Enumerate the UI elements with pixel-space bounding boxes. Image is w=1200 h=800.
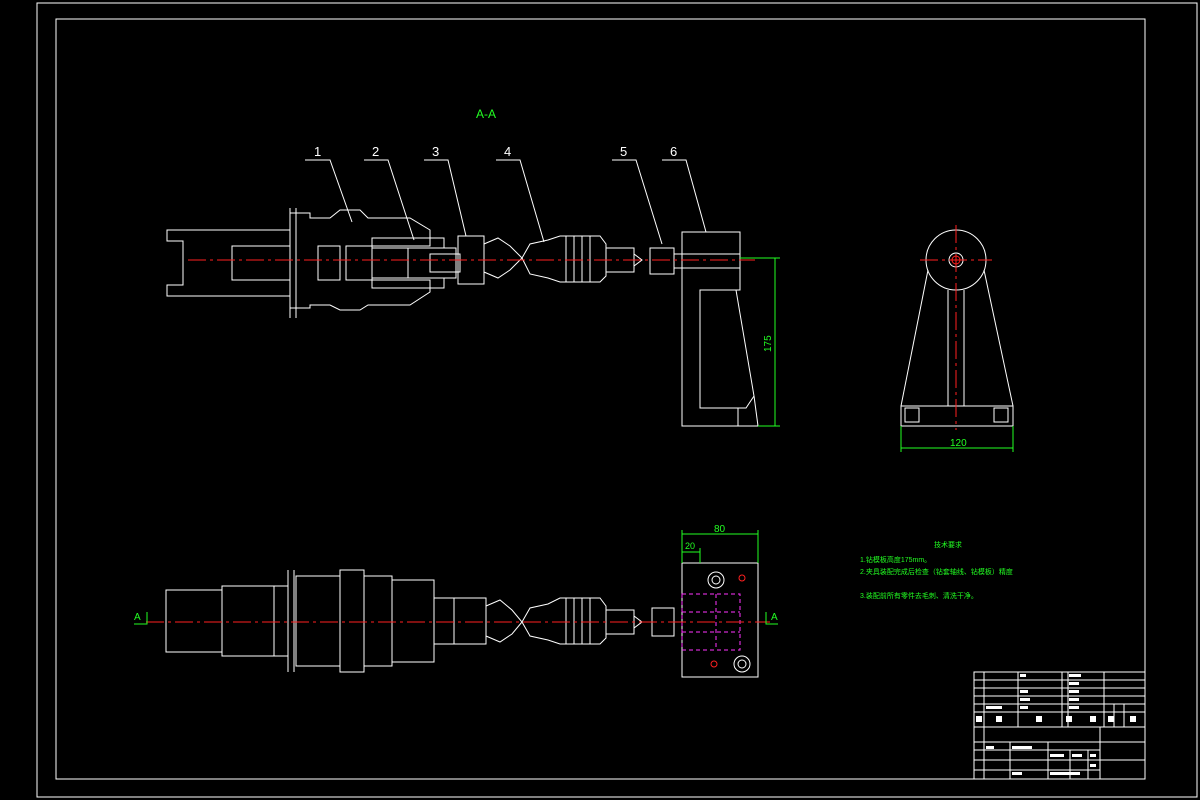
note-item-2: 2.夹具装配完成后检查（钻套轴线、钻模板）精度 xyxy=(860,567,1013,576)
section-marker-right: A xyxy=(765,612,778,625)
svg-text:80: 80 xyxy=(714,524,726,535)
part-leaders xyxy=(305,159,707,245)
title-block xyxy=(973,671,1146,780)
svg-text:120: 120 xyxy=(950,438,967,449)
part-number-2: 2 xyxy=(372,144,379,159)
section-view: 1 2 3 4 5 6 175 xyxy=(166,144,780,427)
part-5-small-bush xyxy=(649,247,675,275)
part-1-body xyxy=(166,208,431,318)
height-dimension: 175 xyxy=(740,257,780,427)
top-view: A A 80 20 xyxy=(134,524,778,678)
part-number-5: 5 xyxy=(620,144,627,159)
section-title: A-A xyxy=(476,107,496,121)
note-item-1: 1.钻模板高度175mm。 xyxy=(860,555,931,564)
part-number-6: 6 xyxy=(670,144,677,159)
part-number-4: 4 xyxy=(504,144,511,159)
mount-hole xyxy=(733,655,751,673)
note-item-3: 3.装配前所有零件去毛刺、清洗干净。 xyxy=(860,591,978,600)
notes-heading: 技术要求 xyxy=(934,540,962,549)
svg-text:A: A xyxy=(771,612,778,623)
svg-text:175: 175 xyxy=(763,335,774,352)
side-view: 120 xyxy=(900,225,1014,452)
inner-frame xyxy=(55,18,1146,780)
svg-text:20: 20 xyxy=(685,541,695,551)
part-number-3: 3 xyxy=(432,144,439,159)
part-4-cone-shaft xyxy=(483,235,643,283)
part-number-1: 1 xyxy=(314,144,321,159)
side-view-base xyxy=(900,405,1014,427)
part-6-bracket xyxy=(673,231,759,427)
part-2-bush xyxy=(371,237,461,289)
offset-dimension: 20 xyxy=(682,541,701,563)
section-marker-left: A xyxy=(134,612,148,625)
mount-hole xyxy=(707,571,725,589)
outer-border xyxy=(36,2,1198,798)
technical-notes: 技术要求 1.钻模板高度175mm。 2.夹具装配完成后检查（钻套轴线、钻模板）… xyxy=(860,540,1013,600)
svg-text:A: A xyxy=(134,612,141,623)
width-dimension: 120 xyxy=(900,426,1014,452)
top-view-plate xyxy=(681,562,759,678)
depth-dimension: 80 xyxy=(681,524,759,563)
